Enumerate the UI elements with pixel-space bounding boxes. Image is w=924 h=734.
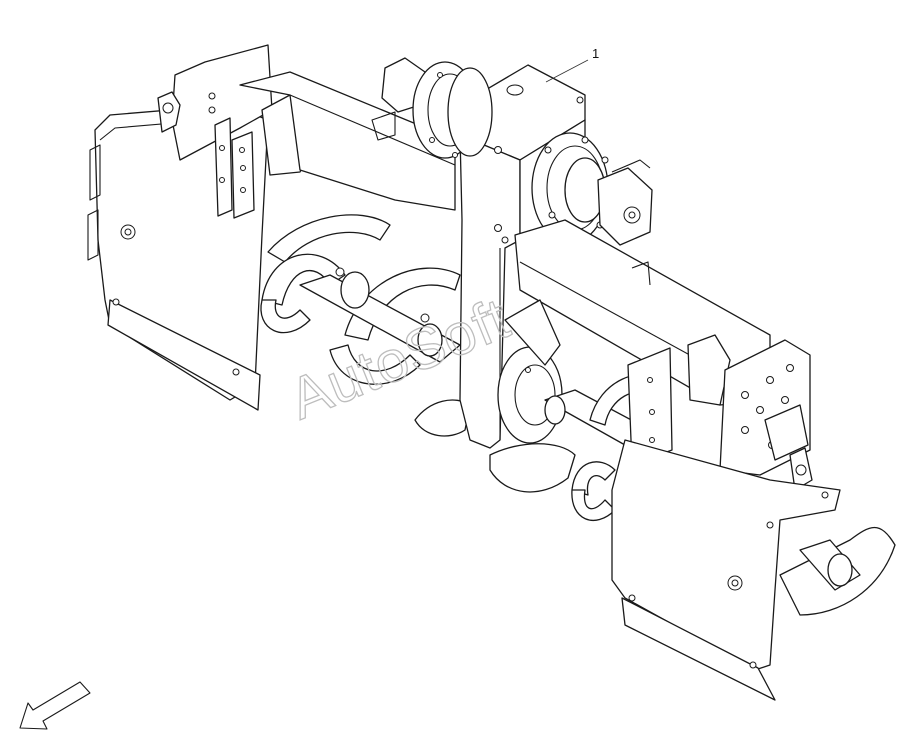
main-beam-left: [239, 71, 456, 211]
arrow-down-left-icon: [19, 681, 91, 730]
left-side-shield: [87, 44, 313, 411]
right-side-frame: [627, 334, 813, 491]
left-auger: [260, 214, 471, 437]
front-hydraulic-motor: [531, 132, 653, 246]
center-auger-disc: [489, 299, 576, 493]
rear-hydraulic-motor: [371, 57, 493, 159]
right-side-shield: [611, 439, 841, 701]
part-callout-1: 1: [545, 46, 599, 83]
callout-label-1: 1: [592, 46, 599, 61]
